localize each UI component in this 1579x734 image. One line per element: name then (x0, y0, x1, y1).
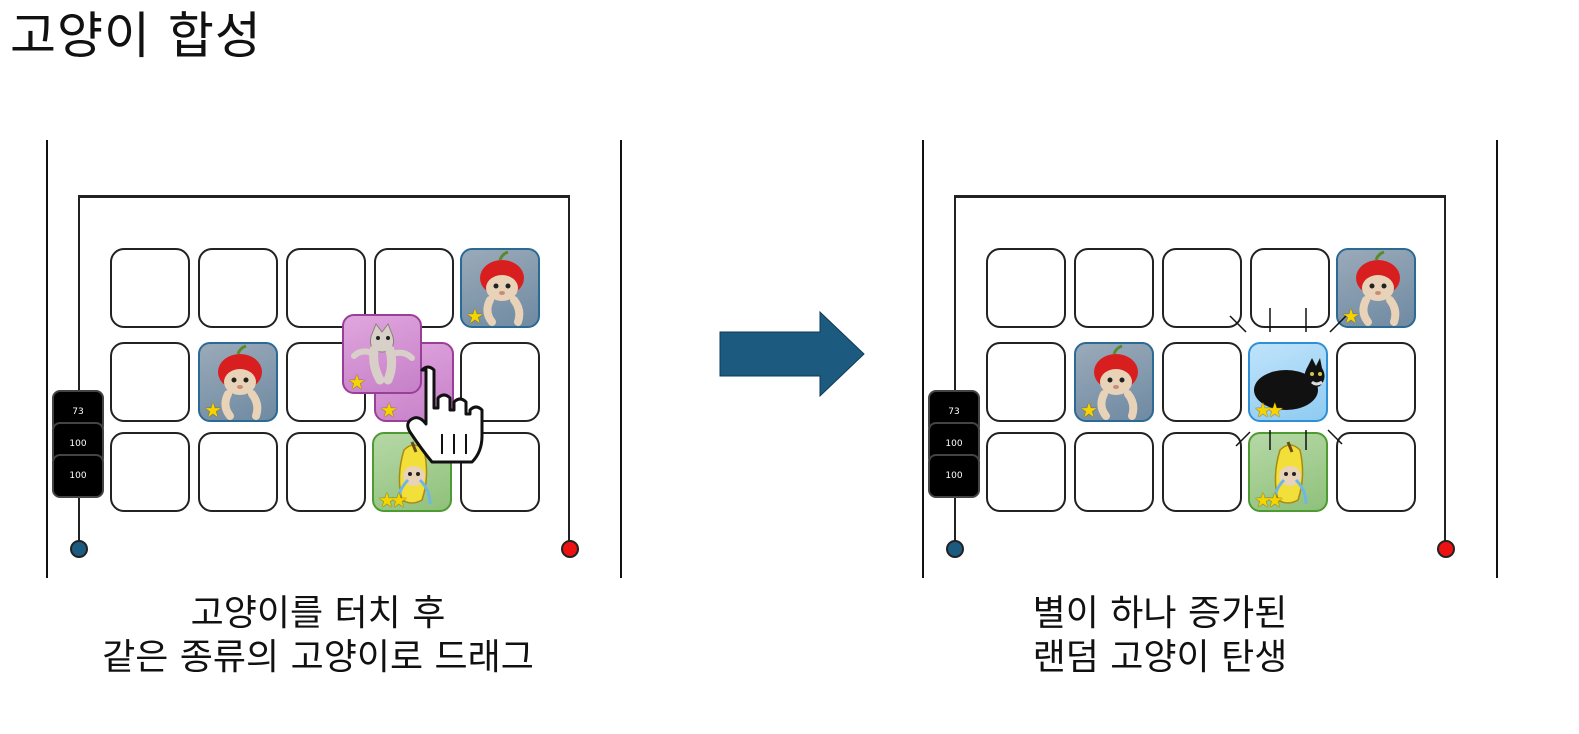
grid-cell[interactable] (1074, 432, 1154, 512)
counter-badge: 100 (52, 454, 104, 498)
red-dot-icon (1437, 540, 1455, 558)
grid-cell[interactable] (286, 432, 366, 512)
grid-cell[interactable] (460, 342, 540, 422)
caption-after: 별이 하나 증가된 랜덤 고양이 탄생 (850, 592, 1470, 680)
grid-cell[interactable] (110, 342, 190, 422)
right-wall (1496, 140, 1498, 578)
cat-grid: ★ ★ ★ (110, 248, 542, 514)
left-wall (46, 140, 48, 578)
grid-cell[interactable] (986, 248, 1066, 328)
apple-cat-tile[interactable]: ★ (1336, 248, 1416, 328)
star-rating: ★ (348, 370, 366, 394)
dragged-cat-tile[interactable]: ★ (342, 314, 422, 394)
grid-cell[interactable] (986, 432, 1066, 512)
caption-before: 고양이를 터치 후 같은 종류의 고양이로 드래그 (8, 592, 628, 680)
game-board-before: ★ ★ ★ (46, 140, 622, 578)
counter-stack: 73 100 100 (928, 390, 980, 498)
star-rating: ★ (466, 304, 484, 328)
grid-cell[interactable] (1074, 248, 1154, 328)
star-rating: ★ (1080, 398, 1098, 422)
star-rating: ★★ (1254, 488, 1284, 512)
grid-cell[interactable] (460, 432, 540, 512)
grid-cell[interactable] (110, 248, 190, 328)
apple-cat-icon (218, 344, 262, 420)
grid-cell[interactable] (1336, 342, 1416, 422)
star-rating: ★ (1342, 304, 1360, 328)
star-rating: ★★ (378, 488, 408, 512)
grid-cell[interactable] (110, 432, 190, 512)
page-title: 고양이 합성 (10, 7, 262, 65)
black-cat-icon (1254, 358, 1325, 410)
banana-cat-tile[interactable]: ★★ (372, 432, 452, 512)
apple-cat-tile[interactable]: ★ (198, 342, 278, 422)
counter-badge: 100 (928, 454, 980, 498)
grid-cell[interactable] (1336, 432, 1416, 512)
star-rating: ★ (204, 398, 222, 422)
board-frame (954, 195, 1446, 550)
caption-line: 별이 하나 증가된 (1032, 593, 1288, 634)
grid-cell[interactable] (1250, 248, 1330, 328)
dancing-cat-icon (351, 322, 415, 385)
left-wall (922, 140, 924, 578)
counter-stack: 73 100 100 (52, 390, 104, 498)
blue-dot-icon (946, 540, 964, 558)
grid-cell[interactable] (986, 342, 1066, 422)
star-rating: ★ (380, 398, 398, 422)
banana-cat-icon (1272, 441, 1308, 505)
apple-cat-icon (1094, 344, 1138, 420)
apple-cat-tile[interactable]: ★ (1074, 342, 1154, 422)
red-dot-icon (561, 540, 579, 558)
grid-cell[interactable] (1162, 342, 1242, 422)
apple-cat-icon (480, 250, 524, 326)
grid-cell[interactable] (1162, 432, 1242, 512)
banana-cat-tile[interactable]: ★★ (1248, 432, 1328, 512)
caption-line: 랜덤 고양이 탄생 (1032, 637, 1288, 678)
grid-cell[interactable] (198, 248, 278, 328)
apple-cat-icon (1356, 250, 1400, 326)
board-frame (78, 195, 570, 550)
right-wall (620, 140, 622, 578)
cat-grid: ★ ★ ★★ (986, 248, 1418, 514)
grid-cell[interactable] (198, 432, 278, 512)
blue-dot-icon (70, 540, 88, 558)
grid-cell[interactable] (1162, 248, 1242, 328)
right-arrow-icon (719, 310, 865, 398)
caption-line: 고양이를 터치 후 (190, 593, 446, 634)
star-rating: ★★ (1254, 398, 1284, 422)
game-board-after: ★ ★ ★★ (922, 140, 1498, 578)
black-cat-tile[interactable]: ★★ (1248, 342, 1328, 422)
caption-line: 같은 종류의 고양이로 드래그 (102, 637, 534, 678)
apple-cat-tile[interactable]: ★ (460, 248, 540, 328)
